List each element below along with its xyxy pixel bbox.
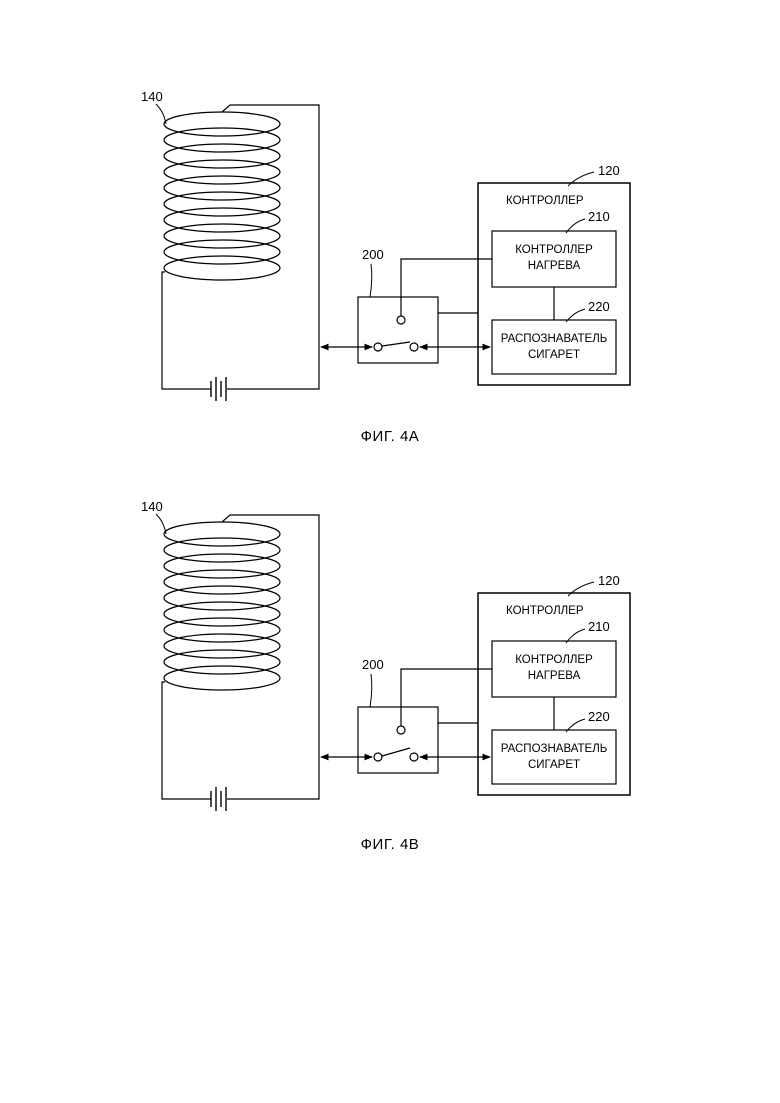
controller-leader-line: [568, 172, 594, 186]
controller-reference-label: 120: [598, 573, 620, 588]
heating-controller-reference-label: 210: [588, 209, 610, 224]
heating-controller-label-line2: НАГРЕВА: [528, 670, 581, 682]
coil-icon: [164, 112, 280, 280]
recognizer-reference-label: 220: [588, 299, 610, 314]
controller-title: КОНТРОЛЛЕР: [506, 195, 584, 207]
figure-4b-caption: ФИГ. 4В: [0, 836, 780, 853]
heating-controller-box: [492, 231, 616, 287]
coil-leader-line: [156, 514, 166, 534]
switch-icon: [374, 316, 418, 351]
recognizer-label-line2: СИГАРЕТ: [528, 759, 580, 771]
coil-icon: [164, 522, 280, 690]
controller-reference-label: 120: [598, 163, 620, 178]
switch-leader-line: [370, 674, 372, 707]
recognizer-reference-label: 220: [588, 709, 610, 724]
coil-reference-label: 140: [141, 499, 163, 514]
controller-leader-line: [568, 582, 594, 596]
controller-title: КОНТРОЛЛЕР: [506, 605, 584, 617]
heating-controller-label-line1: КОНТРОЛЛЕР: [515, 654, 593, 666]
battery-icon: [211, 377, 226, 401]
switch-box: [358, 707, 438, 773]
switch-reference-label: 200: [362, 247, 384, 262]
switch-icon: [374, 726, 418, 761]
battery-icon: [211, 787, 226, 811]
heating-controller-label-line1: КОНТРОЛЛЕР: [515, 244, 593, 256]
recognizer-label-line2: СИГАРЕТ: [528, 349, 580, 361]
recognizer-label-line1: РАСПОЗНАВАТЕЛЬ: [501, 333, 608, 345]
figure-4a-caption: ФИГ. 4А: [0, 428, 780, 445]
recognizer-box: [492, 320, 616, 374]
figure-4b: 140 200: [141, 499, 630, 811]
heating-controller-reference-label: 210: [588, 619, 610, 634]
coil-leader-line: [156, 104, 166, 124]
recognizer-box: [492, 730, 616, 784]
figure-4a: 140 200: [141, 89, 630, 401]
heating-controller-box: [492, 641, 616, 697]
switch-box: [358, 297, 438, 363]
coil-reference-label: 140: [141, 89, 163, 104]
switch-leader-line: [370, 264, 372, 297]
heating-controller-label-line2: НАГРЕВА: [528, 260, 581, 272]
recognizer-label-line1: РАСПОЗНАВАТЕЛЬ: [501, 743, 608, 755]
switch-reference-label: 200: [362, 657, 384, 672]
